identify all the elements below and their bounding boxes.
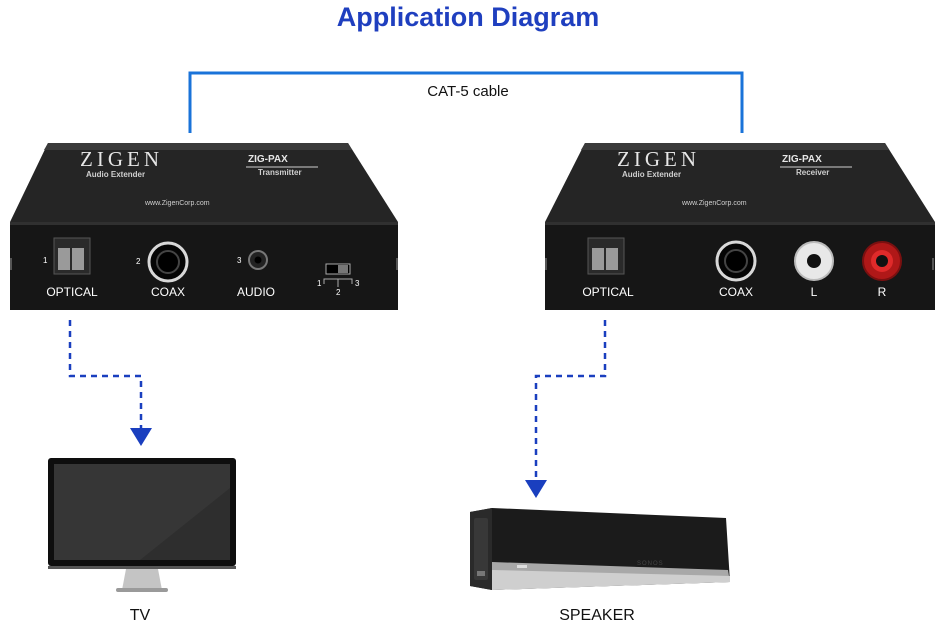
transmitter-top xyxy=(10,143,398,222)
receiver-port-label-r: R xyxy=(877,285,887,299)
tv-arrow-icon xyxy=(130,428,152,446)
speaker-brand: SONOS xyxy=(637,561,664,567)
transmitter-port-number-1: 1 xyxy=(43,256,48,265)
switch-number-2: 2 xyxy=(336,288,341,297)
transmitter-selector-switch xyxy=(323,263,353,287)
tv-icon xyxy=(48,458,236,592)
transmitter-model: ZIG-PAX xyxy=(248,154,288,165)
soundbar-icon xyxy=(470,508,730,590)
speaker-arrow-icon xyxy=(525,480,547,498)
diagram-title: Application Diagram xyxy=(336,2,600,32)
receiver-role: Receiver xyxy=(796,168,830,177)
transmitter-device xyxy=(10,143,398,310)
receiver-url: www.ZigenCorp.com xyxy=(682,200,747,207)
receiver-port-label-l: L xyxy=(810,285,818,299)
receiver-device xyxy=(545,143,935,310)
transmitter-port-label-optical: OPTICAL xyxy=(46,285,98,299)
transmitter-coax-port xyxy=(147,241,189,283)
transmitter-port-label-coax: COAX xyxy=(150,285,185,299)
speaker-dashed-connector xyxy=(534,320,607,482)
transmitter-brand-logo: ZIGEN xyxy=(80,147,163,171)
transmitter-subtitle: Audio Extender xyxy=(86,170,146,179)
tv-label: TV xyxy=(129,607,151,624)
receiver-model: ZIG-PAX xyxy=(782,154,822,165)
receiver-subtitle: Audio Extender xyxy=(622,170,682,179)
transmitter-optical-port xyxy=(53,237,91,275)
cat5-cable-line xyxy=(188,71,744,133)
receiver-brand-logo: ZIGEN xyxy=(617,147,700,171)
transmitter-port-label-audio: AUDIO xyxy=(236,285,275,299)
transmitter-role: Transmitter xyxy=(258,168,302,177)
cable-label: CAT-5 cable xyxy=(427,83,509,100)
receiver-rca-left-port xyxy=(794,241,834,281)
transmitter-port-number-3: 3 xyxy=(237,256,242,265)
receiver-port-label-coax: COAX xyxy=(718,285,753,299)
receiver-port-label-optical: OPTICAL xyxy=(582,285,634,299)
receiver-coax-port xyxy=(715,240,757,282)
receiver-rca-right-port xyxy=(862,241,902,281)
speaker-label: SPEAKER xyxy=(559,607,635,624)
switch-number-3: 3 xyxy=(355,279,360,288)
transmitter-port-number-2: 2 xyxy=(136,257,141,266)
transmitter-audio-jack xyxy=(248,250,268,270)
receiver-optical-port xyxy=(587,237,625,275)
receiver-top xyxy=(545,143,935,222)
switch-number-1: 1 xyxy=(317,279,322,288)
transmitter-url: www.ZigenCorp.com xyxy=(145,200,210,207)
tv-dashed-connector xyxy=(68,320,143,430)
